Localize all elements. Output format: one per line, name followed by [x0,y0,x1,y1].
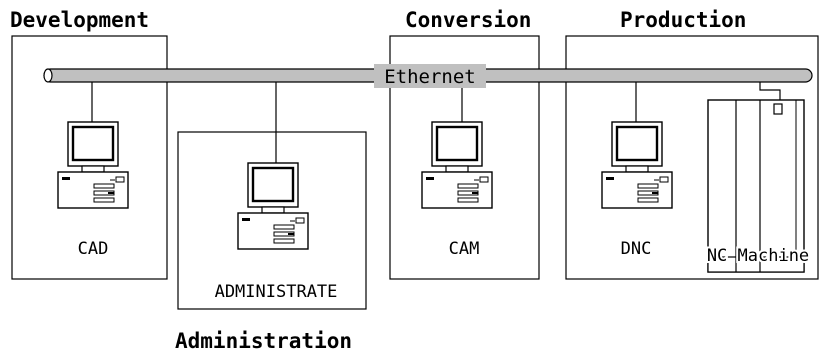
ethernet-label-bg [374,64,486,88]
cam-label: CAM [449,239,480,259]
dnc-label: DNC [621,239,652,259]
ethernet-label: Ethernet [384,66,476,88]
computer-icon [236,161,310,251]
cad-label: CAD [78,239,109,259]
administration-title: Administration [175,329,352,353]
development-zone [11,35,168,280]
administration-zone [177,131,367,310]
nc-machine-label: NC Machine [707,246,809,266]
production-title: Production [620,8,746,32]
development-title: Development [10,8,149,32]
conversion-title: Conversion [405,8,531,32]
administrate-label: ADMINISTRATE [215,282,338,302]
computer-icon [56,120,130,210]
computer-icon [600,120,674,210]
nc-machine-icon [707,99,805,273]
conversion-zone [389,35,540,280]
production-zone [565,35,819,280]
computer-icon [420,120,494,210]
